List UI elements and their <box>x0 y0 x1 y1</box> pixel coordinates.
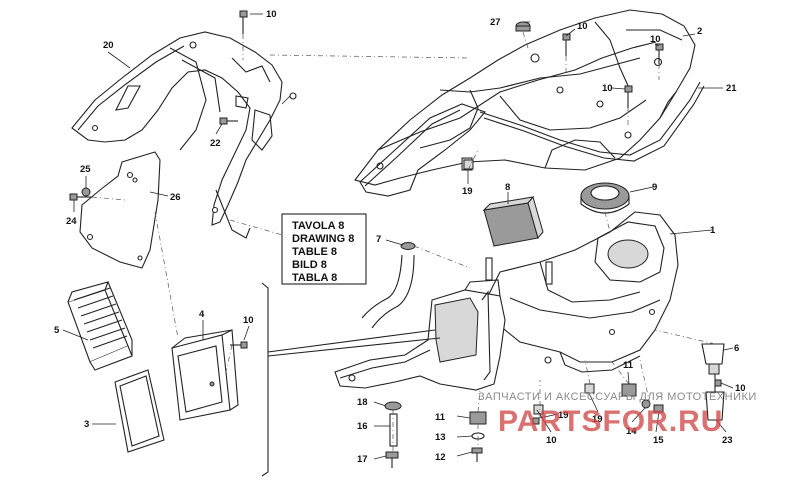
callout-4: 4 <box>199 309 205 320</box>
callout-12: 12 <box>435 452 446 463</box>
callout-2: 2 <box>697 26 702 37</box>
part-2-top-cover <box>354 9 696 186</box>
part-5-air-filter <box>67 281 133 371</box>
part-27-cap <box>515 21 531 32</box>
callout-19: 19 <box>592 414 603 425</box>
callout-15: 15 <box>653 435 664 446</box>
watermark-brand: PARTSFOR.RU <box>498 405 723 438</box>
callout-8: 8 <box>505 182 510 193</box>
reference-line-4: BILD 8 <box>292 259 327 271</box>
part-7-hose <box>361 242 416 329</box>
reference-line-2: DRAWING 8 <box>292 233 354 245</box>
callout-11: 11 <box>435 412 446 423</box>
watermark: ЗАПЧАСТИ И АКСЕССУАРЫ ДЛЯ МОТОТЕХНИКИ PA… <box>478 391 757 438</box>
intake-duct <box>334 279 552 391</box>
callouts: 10 20 25 24 26 22 27 10 2 10 21 10 19 8 … <box>54 9 746 465</box>
callout-14: 14 <box>626 426 637 437</box>
callout-5: 5 <box>54 325 60 336</box>
callout-25: 25 <box>80 164 91 175</box>
callout-24: 24 <box>66 216 77 227</box>
section-bracket <box>261 282 441 477</box>
callout-6: 6 <box>734 343 739 354</box>
callout-10: 10 <box>546 435 557 446</box>
callout-23: 23 <box>722 435 733 446</box>
callout-26: 26 <box>170 192 181 203</box>
callout-11: 11 <box>623 360 634 371</box>
callout-10: 10 <box>577 21 588 32</box>
callout-21: 21 <box>726 83 737 94</box>
part-8-block <box>482 195 544 247</box>
callout-20: 20 <box>103 40 114 51</box>
callout-19: 19 <box>462 186 473 197</box>
callout-10: 10 <box>735 383 746 394</box>
part-21-seal <box>359 81 705 197</box>
watermark-tagline: ЗАПЧАСТИ И АКСЕССУАРЫ ДЛЯ МОТОТЕХНИКИ <box>478 391 757 403</box>
callout-10: 10 <box>266 9 277 20</box>
reference-line-3: TABLE 8 <box>292 246 337 258</box>
reference-box: TAVOLA 8 DRAWING 8 TABLE 8 BILD 8 TABLA … <box>281 213 367 285</box>
callout-10: 10 <box>243 315 254 326</box>
callout-1: 1 <box>710 225 716 236</box>
callout-16: 16 <box>357 421 368 432</box>
callout-7: 7 <box>376 234 381 245</box>
callout-22: 22 <box>210 138 221 149</box>
part-1-airbox <box>479 211 679 373</box>
part-3-gasket <box>114 369 165 453</box>
callout-3: 3 <box>84 419 89 430</box>
callout-10: 10 <box>650 34 661 45</box>
leader-lines <box>62 13 734 460</box>
callout-9: 9 <box>652 182 657 193</box>
callout-10: 10 <box>602 83 613 94</box>
assembly-lines <box>91 31 716 452</box>
part-4-filter-frame <box>171 329 239 421</box>
part-9-rubber-ring <box>580 182 630 214</box>
callout-27: 27 <box>490 17 501 28</box>
callout-13: 13 <box>435 432 446 443</box>
callout-17: 17 <box>357 454 368 465</box>
part-26-bracket-plate <box>79 151 161 269</box>
part-20-left-cover <box>71 31 297 239</box>
reference-line-5: TABLA 8 <box>292 272 337 284</box>
hardware <box>69 10 725 468</box>
callout-19: 19 <box>558 410 569 421</box>
callout-18: 18 <box>357 397 368 408</box>
reference-line-1: TAVOLA 8 <box>292 220 344 232</box>
